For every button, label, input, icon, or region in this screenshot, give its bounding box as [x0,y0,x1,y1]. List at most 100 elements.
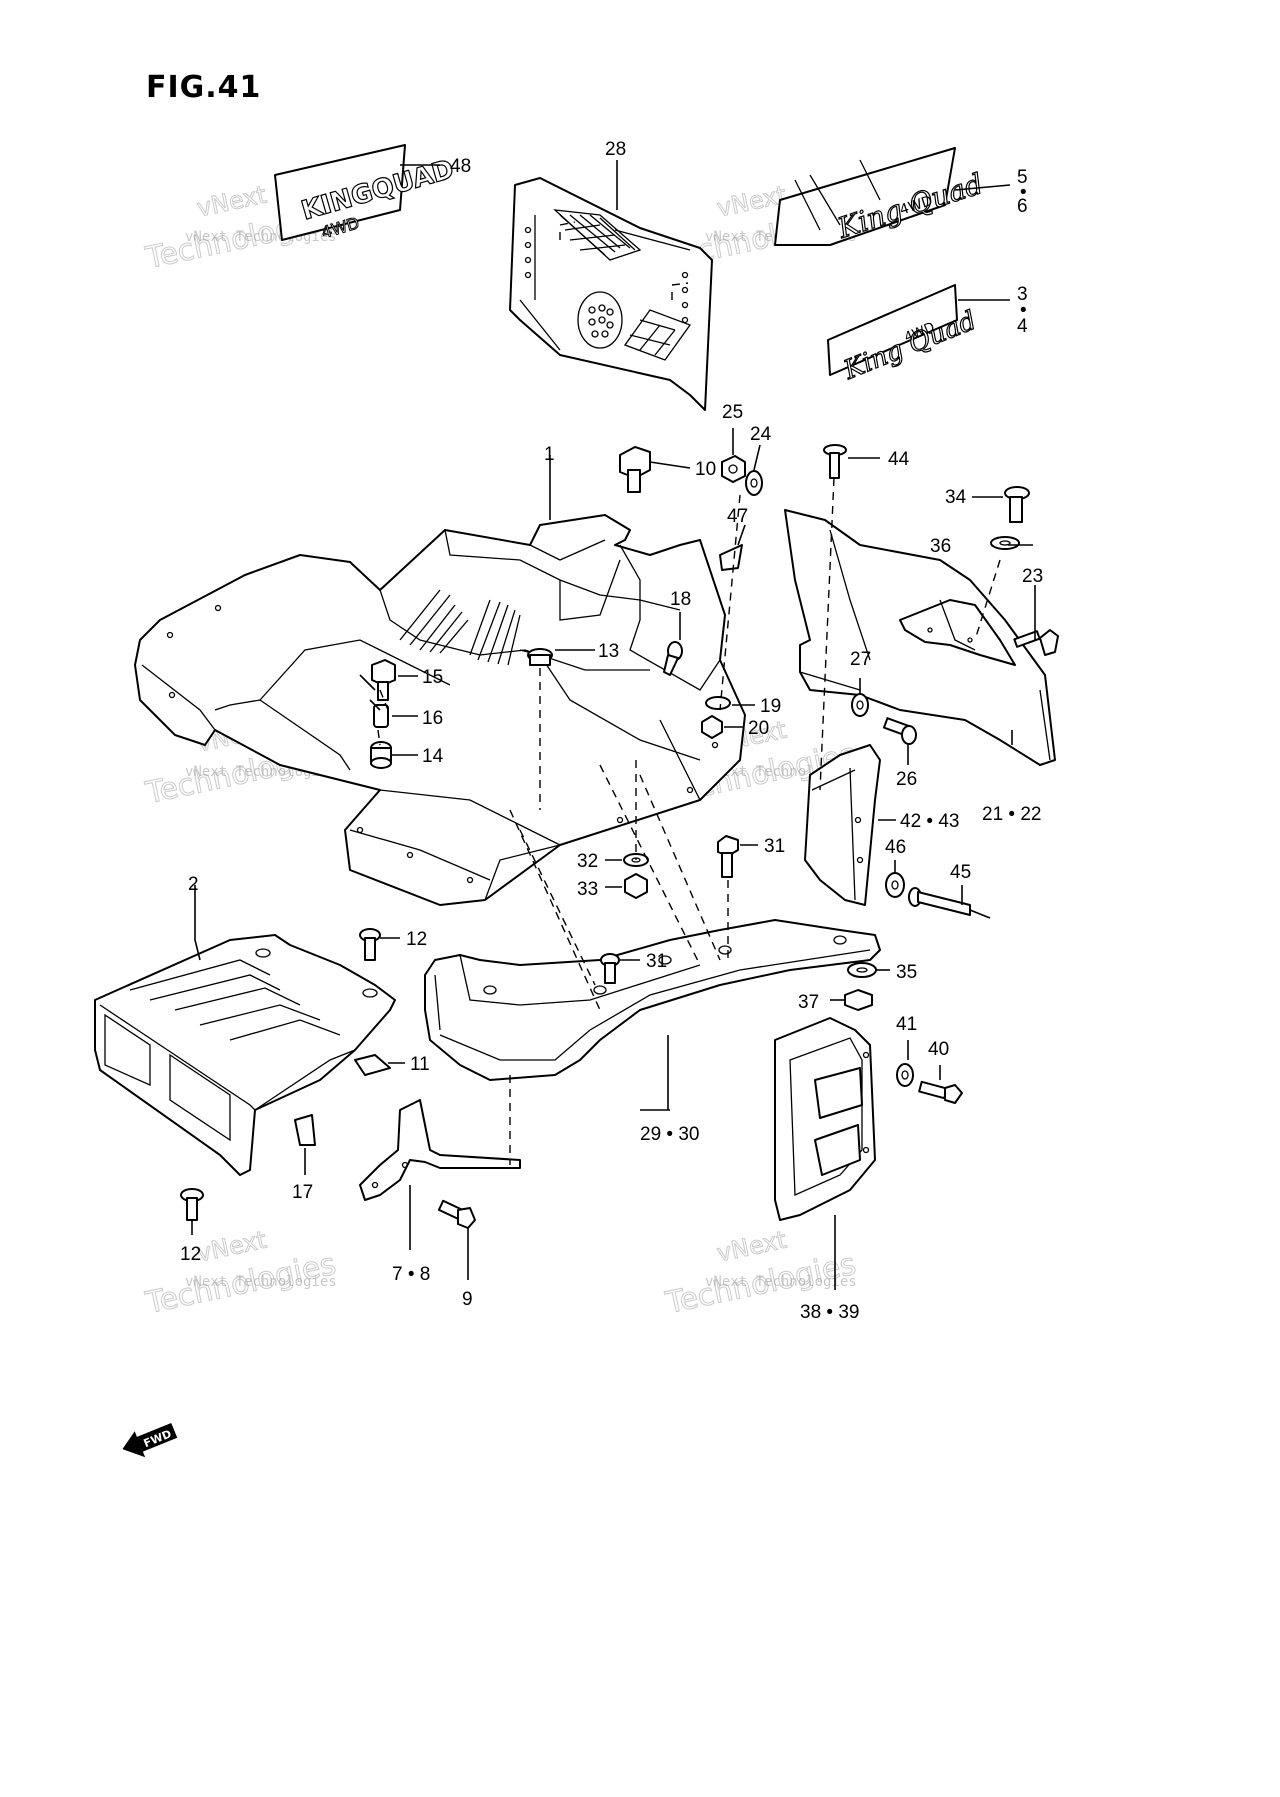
callout-19: 19 [760,696,781,717]
decal-3-4: King Quad 4WD [827,284,981,387]
washer-46 [885,872,905,898]
bolt-23 [1013,629,1059,656]
callout-11: 11 [410,1054,430,1075]
bolt-10 [619,446,651,493]
collar-16 [373,704,389,728]
nut-19 [705,696,731,710]
bolt-44 [823,444,847,479]
callout-9: 9 [462,1289,473,1310]
callout-44: 44 [888,449,910,470]
bottom-guard-plate [774,1017,876,1221]
callout-40: 40 [928,1039,949,1060]
front-grille-box [94,934,396,1176]
callout-46: 46 [885,837,906,858]
callout-23: 23 [1022,566,1043,587]
callout-47: 47 [727,506,748,527]
callout-4: 4 [1017,316,1028,337]
nut-33 [624,873,648,899]
callout-3-dot: • [1020,300,1027,321]
callout-31-lower: 31 [646,951,667,972]
callout-7-8: 7 • 8 [392,1264,430,1285]
callout-25: 25 [722,402,743,423]
callout-31-upper: 31 [764,836,785,857]
bolt-26 [883,717,917,745]
front-bumper-bar [424,919,881,1081]
clip-11 [354,1054,391,1076]
nut-20 [701,715,723,739]
grommet-13 [527,648,553,666]
callout-33: 33 [577,879,598,900]
bolt-12-upper [359,928,381,961]
callout-1: 1 [544,444,555,465]
callout-21-22: 21 • 22 [982,804,1041,825]
decal-48: KINGQUAD 4WD [274,144,458,243]
bolt-12-lower [180,1188,204,1221]
clip-17 [294,1114,316,1146]
mud-guard [804,744,881,906]
forward-direction-label: FWD [142,1427,174,1450]
clip-47 [719,544,743,571]
washer-41 [896,1063,914,1087]
forward-direction-arrow: FWD [122,1422,178,1458]
callout-12-upper: 12 [406,929,427,950]
callout-15: 15 [422,667,443,688]
bolt-34 [1004,486,1030,523]
svg-text:vNext Technologies: vNext Technologies [705,1274,857,1290]
rivet-45 [908,887,991,919]
callout-35: 35 [896,962,917,983]
callout-41: 41 [896,1014,917,1035]
svg-text:vNext Technologies: vNext Technologies [185,1274,337,1290]
callout-17: 17 [292,1182,313,1203]
side-fender-panel [784,509,1056,766]
callout-24: 24 [750,424,772,445]
callout-10: 10 [695,459,716,480]
bolt-9 [437,1199,476,1229]
callout-28: 28 [605,139,626,160]
callout-29-30: 29 • 30 [640,1124,699,1145]
washer-36 [990,536,1020,550]
bolt-15 [371,659,396,701]
leader-lines [191,160,1036,1290]
callout-5-dot: • [1020,182,1027,203]
side-net-panel [509,177,713,411]
nut-25 [721,455,746,483]
bolt-40 [918,1080,963,1104]
callout-3: 3 [1017,284,1028,305]
callout-14: 14 [422,746,444,767]
nut-37 [844,989,873,1011]
callout-37: 37 [798,992,819,1013]
bolt-18 [663,641,683,676]
callout-45: 45 [950,862,971,883]
washer-35 [847,962,877,978]
svg-text:vNext: vNext [715,1226,789,1268]
front-fender [134,514,746,906]
assembly-lines [377,477,1001,1165]
bolt-31-lower [600,953,620,984]
callout-20: 20 [748,718,769,739]
svg-text:vNext: vNext [195,181,269,223]
callout-12-lower: 12 [180,1244,201,1265]
callout-labels: 48 28 5 • 6 3 • 4 25 24 10 1 44 34 47 36… [180,139,1043,1323]
callout-34: 34 [945,487,967,508]
washer-24 [745,470,763,496]
callout-26: 26 [896,769,917,790]
callout-36: 36 [930,536,951,557]
callout-42-43: 42 • 43 [900,811,959,832]
callout-18: 18 [670,589,691,610]
callout-16: 16 [422,708,443,729]
bolt-31-upper [717,835,739,878]
callout-38-39: 38 • 39 [800,1302,859,1323]
callout-6: 6 [1017,196,1028,217]
callout-27: 27 [850,649,871,670]
callout-48: 48 [450,156,471,177]
callout-32: 32 [577,851,598,872]
watermark: vNext Technologies vNext Technologies [142,1225,340,1322]
mounting-bracket [359,1099,521,1201]
figure-title: FIG.41 [146,70,262,105]
svg-text:vNext: vNext [195,1226,269,1268]
callout-2: 2 [188,874,199,895]
callout-13: 13 [598,641,619,662]
washer-27 [851,693,869,717]
